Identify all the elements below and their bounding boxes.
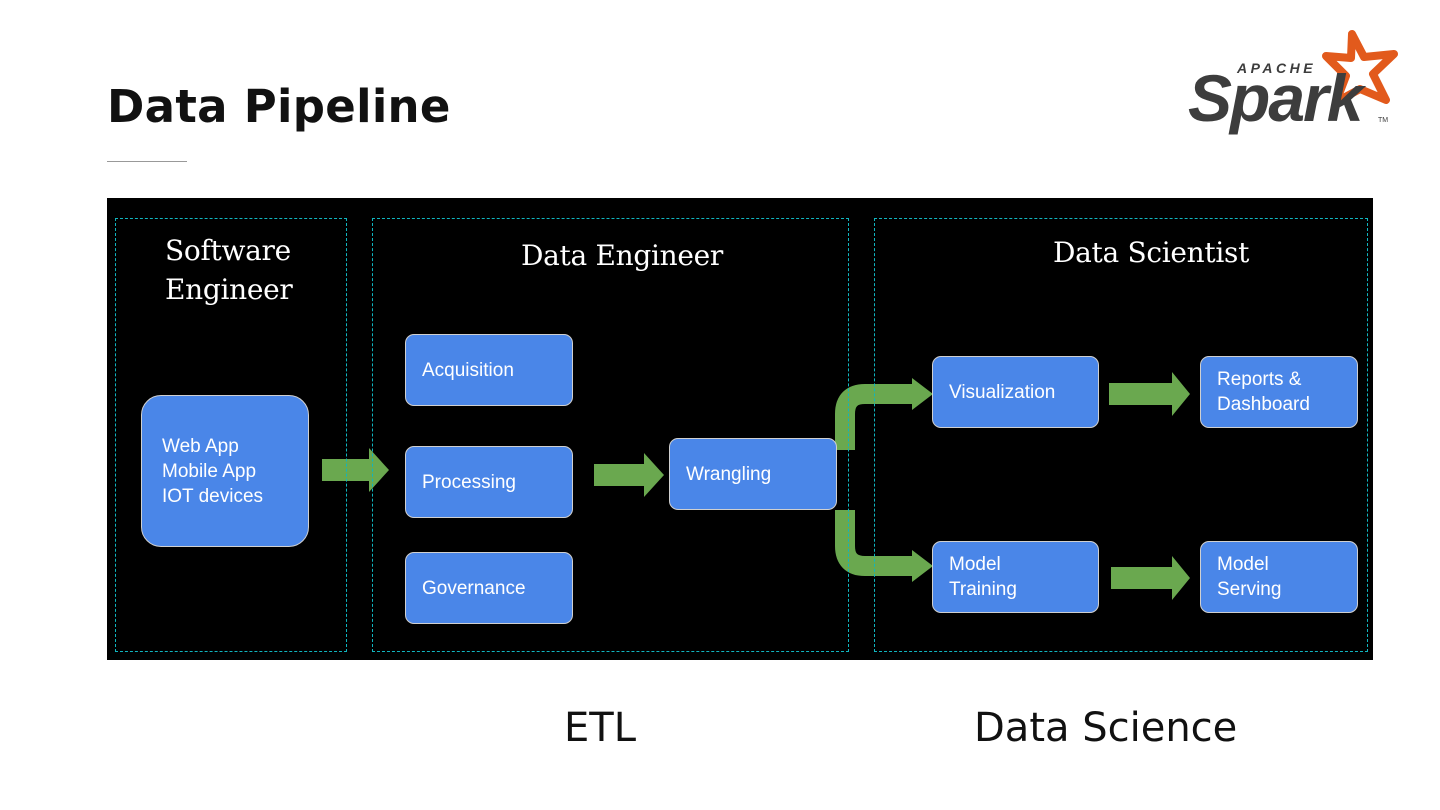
data-scientist-title: Data Scientist bbox=[1053, 236, 1250, 269]
arrow-wrangling-to-visualization bbox=[835, 384, 912, 450]
title-underline bbox=[107, 161, 187, 162]
model-serving-box: Model Serving bbox=[1200, 541, 1358, 613]
source-mobile-app: Mobile App bbox=[162, 460, 257, 482]
sources-box: Web App Mobile App IOT devices bbox=[141, 395, 309, 547]
wrangling-box: Wrangling bbox=[669, 438, 837, 510]
acquisition-box: Acquisition bbox=[405, 334, 573, 406]
pipeline-diagram: Software Engineer Data Engineer Data Sci… bbox=[107, 198, 1373, 660]
arrow-layer bbox=[322, 372, 1190, 600]
software-engineer-title: Software Engineer bbox=[165, 234, 293, 306]
source-iot-devices: IOT devices bbox=[162, 485, 264, 507]
model-training-box: Model Training bbox=[932, 541, 1099, 613]
arrow-visualization-to-reports bbox=[1109, 372, 1190, 416]
logo-apache-text: APACHE bbox=[1236, 60, 1316, 76]
data-scientist-group: Data Scientist bbox=[874, 218, 1368, 652]
data-engineer-title: Data Engineer bbox=[521, 239, 723, 272]
arrow-wrangling-to-training bbox=[835, 510, 912, 576]
arrow-training-to-serving bbox=[1111, 556, 1190, 600]
etl-label: ETL bbox=[564, 705, 636, 751]
visualization-box: Visualization bbox=[932, 356, 1099, 428]
source-web-app: Web App bbox=[162, 435, 239, 457]
spark-star-icon bbox=[1322, 30, 1398, 106]
arrow-processing-to-wrangling bbox=[594, 453, 664, 497]
logo-tm-text: TM bbox=[1378, 117, 1388, 124]
data-engineer-group: Data Engineer bbox=[372, 218, 849, 652]
reports-dashboard-box: Reports & Dashboard bbox=[1200, 356, 1358, 428]
logo-spark-text: Spark bbox=[1188, 61, 1367, 135]
governance-box: Governance bbox=[405, 552, 573, 624]
processing-box: Processing bbox=[405, 446, 573, 518]
software-engineer-group: Software Engineer bbox=[115, 218, 347, 652]
apache-spark-logo: APACHE Spark TM bbox=[1180, 18, 1405, 143]
page-title: Data Pipeline bbox=[107, 80, 451, 133]
data-science-label: Data Science bbox=[974, 705, 1238, 751]
